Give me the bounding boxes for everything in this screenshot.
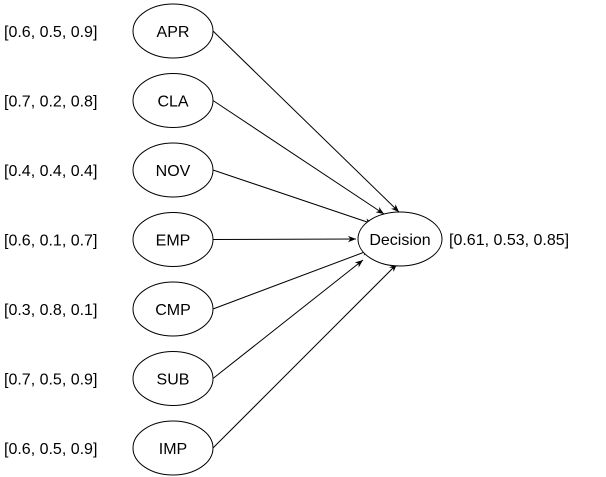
node-sub bbox=[132, 351, 214, 406]
edge-imp-to-decision bbox=[212, 263, 398, 449]
node-label-nov: NOV bbox=[156, 163, 191, 180]
edge-cmp-to-decision bbox=[212, 249, 371, 310]
vector-label-emp: [0.6, 0.1, 0.7] bbox=[4, 233, 97, 250]
node-emp bbox=[132, 212, 214, 267]
node-imp bbox=[132, 420, 214, 476]
node-cmp bbox=[132, 281, 214, 337]
nodes-group: [0.6, 0.5, 0.9] APR [0.7, 0.2, 0.8] CLA [0.4… bbox=[4, 3, 214, 476]
decision-node-label: Decision bbox=[369, 232, 430, 249]
node-label-cmp: CMP bbox=[155, 302, 191, 319]
edge-nov-to-decision bbox=[212, 169, 374, 225]
decision-vector-label: [0.61, 0.53, 0.85] bbox=[449, 232, 569, 249]
node-label-sub: SUB bbox=[157, 372, 190, 389]
vector-label-cmp: [0.3, 0.8, 0.1] bbox=[4, 302, 97, 319]
node-nov bbox=[132, 142, 214, 198]
edge-apr-to-decision bbox=[212, 30, 400, 213]
vector-label-apr: [0.6, 0.5, 0.9] bbox=[4, 24, 97, 41]
edge-cla-to-decision bbox=[212, 100, 385, 215]
node-cla bbox=[132, 73, 214, 128]
node-apr bbox=[132, 3, 214, 59]
vector-label-cla: [0.7, 0.2, 0.8] bbox=[4, 94, 97, 111]
decision-node bbox=[357, 211, 443, 267]
vector-label-sub: [0.7, 0.5, 0.9] bbox=[4, 372, 97, 389]
node-label-cla: CLA bbox=[157, 94, 188, 111]
node-label-emp: EMP bbox=[156, 233, 191, 250]
vector-label-imp: [0.6, 0.5, 0.9] bbox=[4, 441, 97, 458]
edge-emp-to-decision bbox=[212, 235, 357, 243]
edge-sub-to-decision bbox=[212, 259, 364, 379]
decision-node-group: Decision [0.61, 0.53, 0.85] bbox=[357, 211, 569, 267]
node-label-imp: IMP bbox=[159, 441, 187, 458]
edges-group bbox=[212, 30, 400, 449]
vector-label-nov: [0.4, 0.4, 0.4] bbox=[4, 163, 97, 180]
node-label-apr: APR bbox=[157, 24, 190, 41]
